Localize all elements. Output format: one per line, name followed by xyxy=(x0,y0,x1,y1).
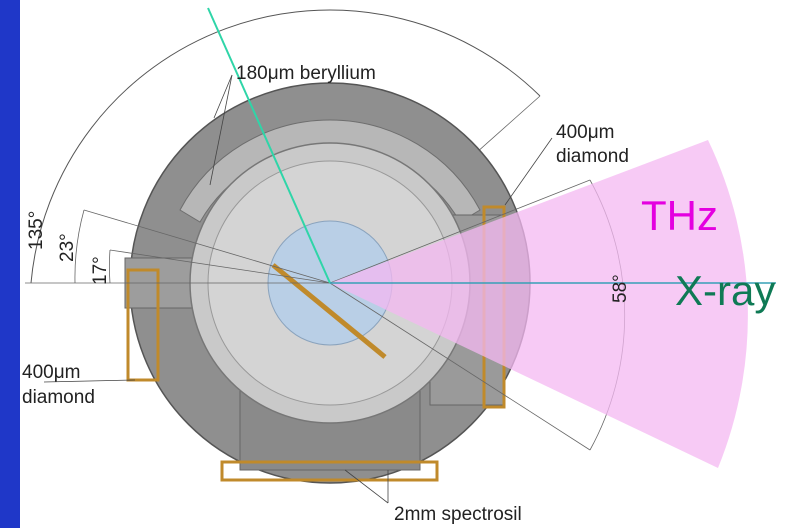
angle-58-label: 58° xyxy=(610,274,631,303)
line-17 xyxy=(109,249,331,284)
beryllium-label: 180μm beryllium xyxy=(236,63,376,84)
angle-23-label: 23° xyxy=(57,233,78,262)
diamond-right-label-2: diamond xyxy=(556,146,629,167)
arc-23 xyxy=(74,209,85,284)
line-23 xyxy=(83,209,331,284)
leader-lines xyxy=(43,74,553,504)
diamond-left-leader xyxy=(43,379,136,383)
left-edge-bar xyxy=(0,0,20,528)
left-diamond-window xyxy=(126,268,160,382)
diamond-right-leader xyxy=(504,137,553,206)
diamond-right-label-1: 400μm xyxy=(556,122,614,143)
diamond-left-label-2: diamond xyxy=(22,387,95,408)
diamond-left-label-1: 400μm xyxy=(22,362,80,383)
thz-cone xyxy=(330,140,748,468)
spectrosil-label: 2mm spectrosil xyxy=(394,504,522,525)
incident-beam xyxy=(207,7,331,284)
arc-135 xyxy=(30,9,541,284)
spectrosil-leader xyxy=(344,469,389,504)
xray-label: X-ray xyxy=(675,267,775,314)
arc-17 xyxy=(108,249,111,284)
line-58-bottom xyxy=(329,282,591,451)
beryllium-leader-2 xyxy=(213,74,233,119)
sample-crystal xyxy=(271,263,387,359)
angle-17-label: 17° xyxy=(90,256,111,285)
angle-135-label: 135° xyxy=(26,211,47,250)
spectrosil-window xyxy=(220,460,439,482)
line-58-top xyxy=(329,179,591,284)
beryllium-leader xyxy=(209,74,233,186)
thz-label: THz xyxy=(641,192,718,239)
